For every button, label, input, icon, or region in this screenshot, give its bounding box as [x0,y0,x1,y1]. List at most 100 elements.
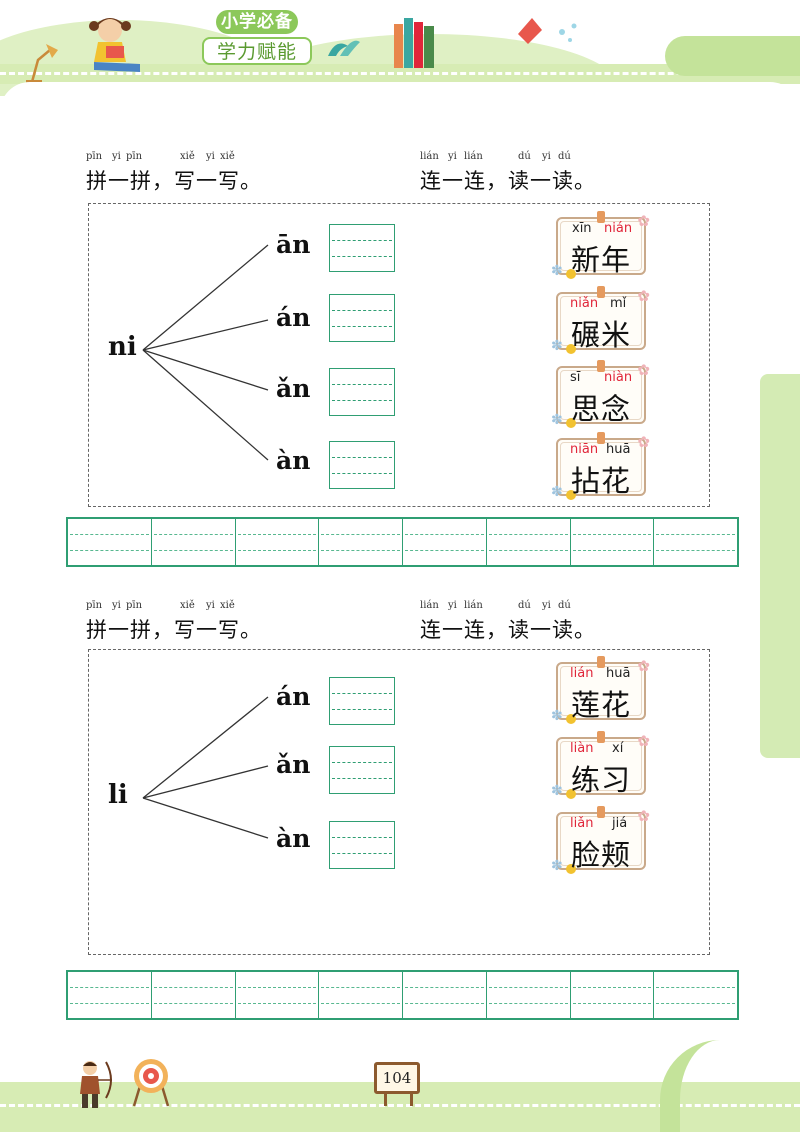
card-pinyin: huā [606,442,631,457]
word-card[interactable]: ✿ ✽ xīn nián 新年 [551,211,650,279]
writing-cell[interactable] [571,519,655,565]
writing-cell[interactable] [487,972,571,1018]
section1-pinyin-instruction: 拼一拼，写一写。 [86,169,262,193]
card-pinyin: niǎn [570,296,599,311]
section2-match-instruction: 连一连，读一读。 [420,618,596,642]
header-green-tab [665,36,800,76]
card-pinyin: xīn [572,221,592,236]
card-pinyin: sī [570,370,581,385]
card-word: 碾米 [570,318,631,352]
section2-initial: li [108,780,128,810]
writing-cell[interactable] [319,972,403,1018]
section1-final: ān [276,230,311,259]
word-card[interactable]: ✿ ✽ lián huā 莲花 [551,656,650,724]
writing-cell[interactable] [236,519,320,565]
footer-green-curve [660,1040,800,1132]
flower-icon: ✽ [551,858,563,874]
writing-cell[interactable] [68,519,152,565]
section1-exercise-area [88,203,710,507]
card-word: 拈花 [570,464,631,498]
section2-final: àn [276,824,311,853]
section2-answer-box[interactable] [329,677,395,725]
flower-icon: ✽ [551,783,563,799]
flower-icon: ✽ [551,484,563,500]
header-band: 小学必备 学力赋能 [0,0,800,96]
flower-icon: ✽ [551,708,563,724]
writing-cell[interactable] [68,972,152,1018]
word-card[interactable]: ✿ ✽ niǎn mǐ 碾米 [551,286,650,354]
card-pinyin: niān [570,442,599,457]
girl-reading-icon [89,18,140,72]
writing-cell[interactable] [487,519,571,565]
section1-final: án [276,303,311,332]
section2-final: ǎn [276,750,311,779]
section2-writing-grid [66,970,739,1020]
flower-icon: ✽ [551,412,563,428]
section1-writing-grid [66,517,739,567]
section1-answer-box[interactable] [329,441,395,489]
card-pinyin: nián [604,221,633,236]
star-icon: ✿ [637,807,650,825]
page-number: 104 [374,1062,420,1094]
writing-cell[interactable] [319,519,403,565]
card-pinyin: xí [612,741,624,756]
section2-exercise-area [88,649,710,955]
section1-final: ǎn [276,374,311,403]
card-word: 脸颊 [570,838,631,872]
section1-final: àn [276,446,311,475]
brand-subtitle: 学力赋能 [202,37,312,65]
section1-match-heading: lián yi lián dú yi dú 连一连，读一读。 [420,151,640,195]
section2-match-heading: lián yi lián dú yi dú 连一连，读一读。 [420,600,640,644]
lamp-icon [26,44,58,83]
leaf-icon [328,40,360,56]
card-pinyin: huā [606,666,631,681]
word-card[interactable]: ✿ ✽ liàn xí 练习 [551,731,650,799]
writing-cell[interactable] [654,519,737,565]
star-icon: ✿ [637,433,650,451]
star-icon: ✿ [637,732,650,750]
books-icon [394,18,434,68]
brand-title: 小学必备 [216,10,298,34]
section2-final: án [276,682,311,711]
star-icon: ✿ [637,287,650,305]
card-pinyin: jiá [612,816,628,831]
section2-pinyin-instruction: 拼一拼，写一写。 [86,618,262,642]
card-word: 练习 [570,763,631,797]
section1-initial: ni [108,332,137,362]
section1-match-instruction: 连一连，读一读。 [420,169,596,193]
target-icon [132,1059,170,1107]
section1-answer-box[interactable] [329,368,395,416]
section2-answer-box[interactable] [329,746,395,794]
card-pinyin: niàn [604,370,633,385]
card-word: 莲花 [570,688,631,722]
brand-logo: 小学必备 学力赋能 [202,10,312,65]
section2-answer-box[interactable] [329,821,395,869]
section1-answer-box[interactable] [329,294,395,342]
writing-cell[interactable] [571,972,655,1018]
writing-cell[interactable] [152,519,236,565]
writing-cell[interactable] [403,519,487,565]
writing-cell[interactable] [403,972,487,1018]
card-word: 新年 [570,243,631,277]
word-card[interactable]: ✿ ✽ niān huā 拈花 [551,432,650,500]
archer-icon [80,1061,112,1108]
side-tab [760,374,800,758]
writing-cell[interactable] [236,972,320,1018]
word-card[interactable]: ✿ ✽ sī niàn 思念 [551,360,650,428]
star-icon: ✿ [637,212,650,230]
card-word: 思念 [570,392,631,426]
star-icon: ✿ [637,657,650,675]
writing-cell[interactable] [152,972,236,1018]
section1-answer-box[interactable] [329,224,395,272]
card-pinyin: liǎn [570,816,594,831]
flower-icon: ✽ [551,338,563,354]
section2-pinyin-heading: pīn yi pīn xiě yi xiě 拼一拼，写一写。 [86,600,306,644]
star-icon: ✿ [637,361,650,379]
word-card[interactable]: ✿ ✽ liǎn jiá 脸颊 [551,806,650,874]
flying-book-icon [518,18,577,44]
writing-cell[interactable] [654,972,737,1018]
section1-pinyin-heading: pīn yi pīn xiě yi xiě 拼一拼，写一写。 [86,151,306,195]
card-pinyin: lián [570,666,594,681]
card-pinyin: mǐ [610,296,627,311]
